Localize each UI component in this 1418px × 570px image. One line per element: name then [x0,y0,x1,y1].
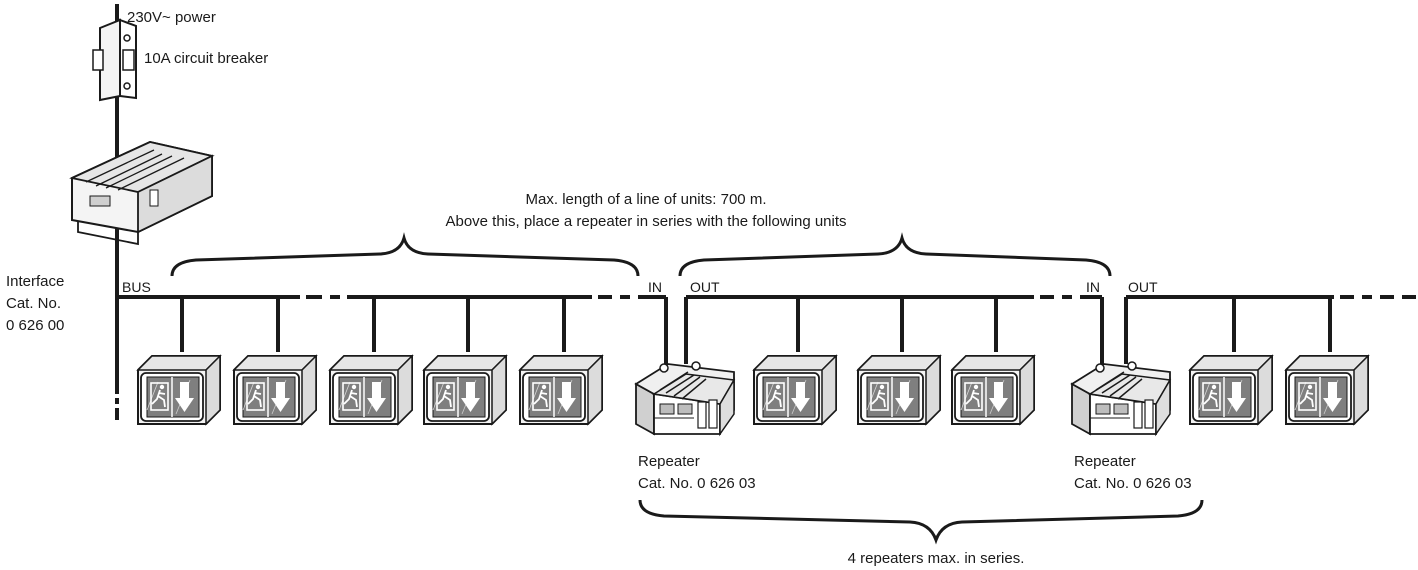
interface-label-line2: Cat. No. [6,295,61,312]
emergency-exit-sign-icon [1285,355,1369,425]
power-label: 230V~ power [127,9,216,26]
emergency-exit-sign-icon [857,355,941,425]
repeater-module-icon [1071,361,1171,435]
brace-segment-2 [678,232,1112,277]
in-label-2: IN [1086,279,1100,295]
in-label-1: IN [648,279,662,295]
emergency-exit-sign-icon [137,355,221,425]
repeater-module-icon [635,361,735,435]
emergency-exit-sign-icon [519,355,603,425]
emergency-exit-sign-icon [753,355,837,425]
exit-units [137,355,1369,425]
max-length-label-line1: Max. length of a line of units: 700 m. [526,191,767,208]
interface-label-line3: 0 626 00 [6,317,64,334]
max-length-label-line2: Above this, place a repeater in series w… [445,213,846,230]
repeater-2-label-line2: Cat. No. 0 626 03 [1074,475,1192,492]
emergency-exit-sign-icon [1189,355,1273,425]
out-label-2: OUT [1128,279,1158,295]
emergency-exit-sign-icon [951,355,1035,425]
interface-module-icon [69,140,215,246]
repeaters-max-label: 4 repeaters max. in series. [848,550,1025,567]
brace-segment-1 [170,232,640,277]
repeater-1-label-line1: Repeater [638,453,700,470]
out-label-1: OUT [690,279,720,295]
emergency-exit-sign-icon [423,355,507,425]
bus-line [117,295,1416,364]
bus-label: BUS [122,279,151,295]
repeater-2-label-line1: Repeater [1074,453,1136,470]
repeater-1-label-line2: Cat. No. 0 626 03 [638,475,756,492]
emergency-exit-sign-icon [329,355,413,425]
circuit-breaker-icon [92,18,137,102]
breaker-label: 10A circuit breaker [144,50,268,67]
brace-repeaters [638,499,1204,545]
emergency-exit-sign-icon [233,355,317,425]
interface-label-line1: Interface [6,273,64,290]
